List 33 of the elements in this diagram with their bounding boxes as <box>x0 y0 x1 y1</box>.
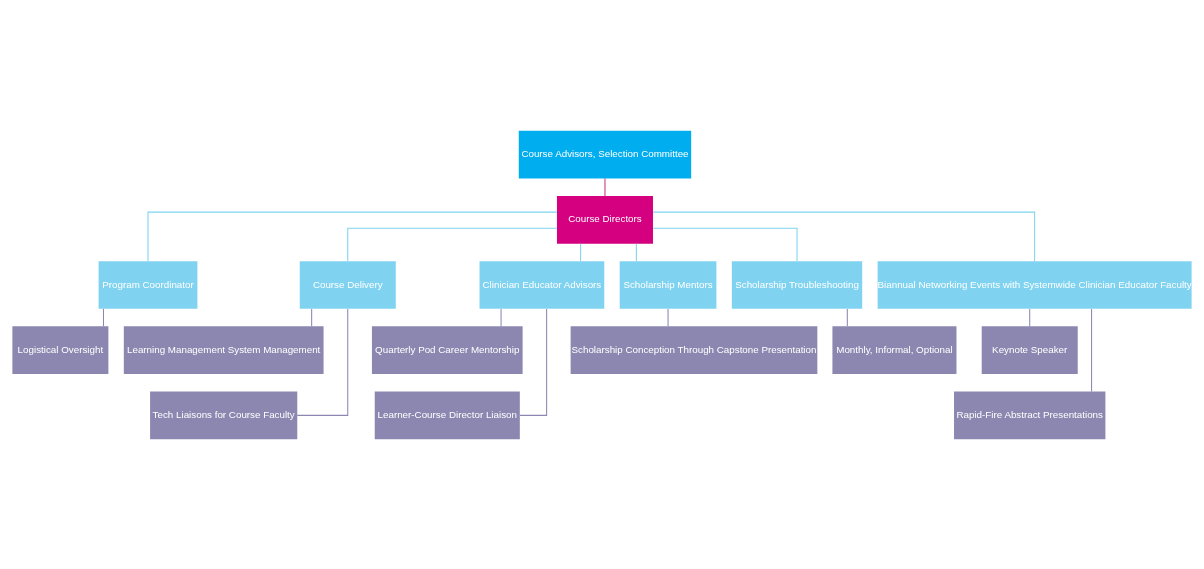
node-box: Course Advisors, Selection Committee <box>518 130 692 178</box>
connector <box>500 307 502 327</box>
connector <box>1029 307 1031 327</box>
connector <box>311 307 313 327</box>
connector <box>147 211 558 262</box>
node-box: Learner-Course Director Liaison <box>374 391 520 439</box>
node-box: Scholarship Conception Through Capstone Presentation <box>570 325 818 374</box>
node-box: Quarterly Pod Career Mentorship <box>371 325 523 374</box>
connector <box>580 242 582 262</box>
connector <box>519 307 548 416</box>
connector <box>635 242 637 262</box>
connector <box>667 307 669 327</box>
connector <box>102 307 104 327</box>
connector <box>296 307 349 416</box>
node-box: Scholarship Mentors <box>619 260 717 309</box>
node-box: Scholarship Troubleshooting <box>731 260 863 309</box>
connector <box>846 307 848 327</box>
node-box: Tech Liaisons for Course Faculty <box>150 391 298 439</box>
connector <box>652 227 798 261</box>
node-box: Course Directors <box>556 195 653 244</box>
node-box: Rapid-Fire Abstract Presentations <box>954 391 1106 439</box>
connector <box>604 177 606 196</box>
connector <box>347 227 558 261</box>
node-box: Program Coordinator <box>98 260 198 309</box>
node-box: Monthly, Informal, Optional <box>832 325 957 374</box>
node-box: Logistical Oversight <box>12 325 109 374</box>
node-box: Clinician Educator Advisors <box>479 260 605 309</box>
node-box: Learning Management System Management <box>123 325 324 374</box>
node-box: Biannual Networking Events with Systemwide Clinician Educator Faculty <box>877 260 1192 309</box>
node-box: Course Delivery <box>299 260 396 309</box>
connector <box>652 211 1036 262</box>
connector <box>1091 307 1093 392</box>
node-box: Keynote Speaker <box>981 325 1078 374</box>
